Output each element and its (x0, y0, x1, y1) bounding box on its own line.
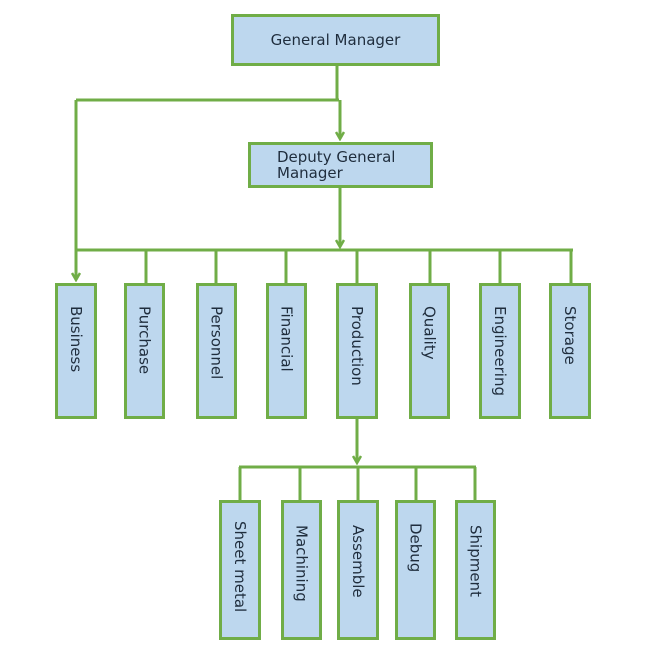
department-label: Business (67, 306, 85, 373)
department-label: Storage (561, 306, 579, 365)
unit-label: Machining (292, 525, 311, 602)
deputy-general-manager-box: Deputy General Manager (248, 142, 433, 188)
department-label: Financial (277, 306, 296, 372)
department-production-box: Production (336, 283, 378, 419)
unit-assemble-box: Assemble (337, 500, 379, 640)
unit-debug-box: Debug (395, 500, 436, 640)
department-quality-box: Quality (409, 283, 450, 419)
unit-label: Debug (406, 523, 425, 573)
unit-machining-box: Machining (281, 500, 322, 640)
unit-label: Shipment (466, 525, 485, 597)
department-financial-box: Financial (266, 283, 307, 419)
department-business-box: Business (55, 283, 97, 419)
general-manager-box: General Manager (231, 14, 440, 66)
department-label: Production (348, 306, 366, 386)
department-purchase-box: Purchase (124, 283, 165, 419)
department-engineering-box: Engineering (479, 283, 521, 419)
department-personnel-box: Personnel (196, 283, 237, 419)
unit-sheet-metal-box: Sheet metal (219, 500, 261, 640)
department-label: Quality (420, 306, 439, 360)
general-manager-label: General Manager (270, 31, 401, 49)
department-storage-box: Storage (549, 283, 591, 419)
unit-label: Sheet metal (231, 521, 249, 613)
department-label: Purchase (135, 306, 154, 375)
department-label: Engineering (491, 306, 509, 396)
unit-shipment-box: Shipment (455, 500, 496, 640)
unit-label: Assemble (349, 525, 367, 598)
deputy-general-manager-label: Deputy General Manager (277, 148, 396, 182)
department-label: Personnel (207, 306, 226, 380)
